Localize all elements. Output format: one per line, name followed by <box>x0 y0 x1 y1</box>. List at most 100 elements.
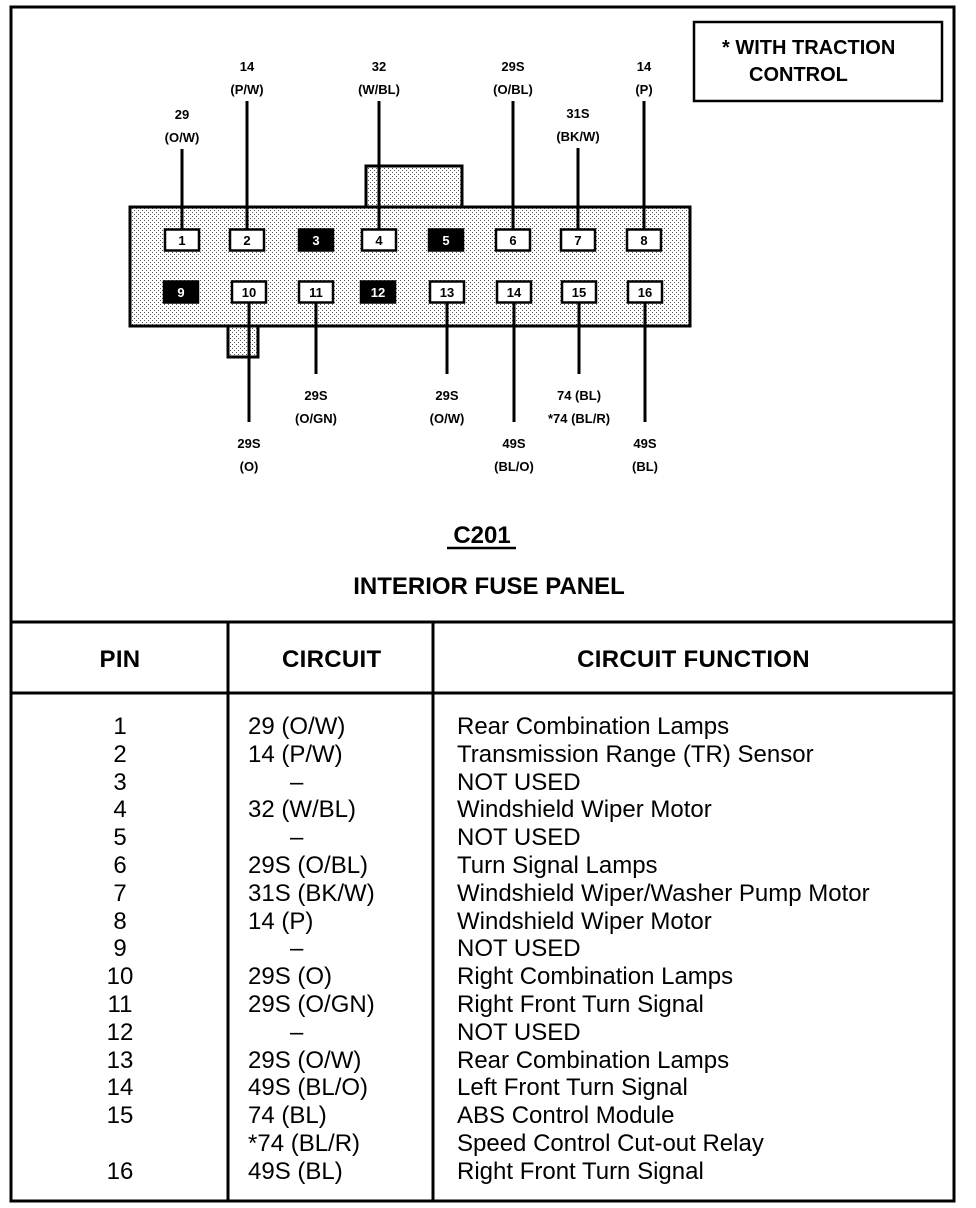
cell-circuit: 49S (BL/O) <box>248 1074 369 1102</box>
cell-pin: 14 <box>106 1074 134 1102</box>
cell-function: Rear Combination Lamps <box>457 713 730 740</box>
cell-pin: 11 <box>107 991 133 1018</box>
cell-function: Left Front Turn Signal <box>457 1074 688 1102</box>
cell-circuit: 32 (W/BL) <box>248 796 357 824</box>
cell-function: Windshield Wiper Motor <box>457 796 712 824</box>
cell-circuit: – <box>290 824 304 852</box>
wire-label: (BL) <box>632 459 658 474</box>
cell-pin: 10 <box>106 963 134 991</box>
table-row: 6 29S (O/BL) Turn Signal Lamps <box>12 852 954 880</box>
wire-label: 49S <box>633 436 656 451</box>
cell-circuit: – <box>290 768 304 796</box>
wire-label: (O/GN) <box>295 411 337 426</box>
table-row: 11 29S (O/GN) Right Front Turn Signal <box>12 991 954 1019</box>
cell-function: NOT USED <box>457 824 581 852</box>
wire-label: (BL/O) <box>494 459 534 474</box>
cell-circuit: 14 (P/W) <box>248 740 343 768</box>
pin-number: 4 <box>375 233 383 248</box>
table-row: 15 74 (BL) ABS Control Module <box>12 1102 954 1130</box>
wire-label: 74 (BL) <box>557 388 601 403</box>
cell-pin: 8 <box>113 907 127 935</box>
pin-number: 12 <box>371 285 385 300</box>
cell-pin: 3 <box>113 768 127 796</box>
table-row: 12–NOT USED <box>12 1019 954 1047</box>
table-header: PIN CIRCUIT CIRCUIT FUNCTION <box>12 622 954 693</box>
cell-pin: 16 <box>106 1157 134 1185</box>
wire-label: (O/BL) <box>493 82 533 97</box>
cell-pin: 12 <box>106 1018 134 1046</box>
table-row: *74 (BL/R) Speed Control Cut-out Relay <box>12 1130 954 1158</box>
legend-box: * WITH TRACTION CONTROL <box>692 20 944 103</box>
wire-label: (O/W) <box>165 130 200 145</box>
connector-location: INTERIOR FUSE PANEL <box>353 573 625 600</box>
cell-circuit: 14 (P) <box>248 907 314 935</box>
pin-number: 16 <box>638 285 652 300</box>
cell-function: NOT USED <box>457 768 581 796</box>
pin-wires: 29(O/W)14(P/W)32(W/BL)29S(O/BL)31S(BK/W)… <box>165 59 658 474</box>
cell-circuit: 49S (BL) <box>248 1157 343 1185</box>
cell-function: Transmission Range (TR) Sensor <box>457 740 814 768</box>
table-row: 14 49S (BL/O) Left Front Turn Signal <box>12 1074 954 1102</box>
connector-body <box>128 164 692 359</box>
connector-id: C201 <box>453 522 510 549</box>
cell-pin: 1 <box>113 713 127 740</box>
pin-number: 5 <box>442 233 449 248</box>
cell-pin: 13 <box>106 1046 134 1074</box>
header-circuit: CIRCUIT <box>282 646 382 673</box>
cell-circuit: 29S (O/BL) <box>248 852 369 879</box>
wire-label: (BK/W) <box>556 129 599 144</box>
cell-function: Rear Combination Lamps <box>457 1046 730 1074</box>
wire-label: (O/W) <box>430 411 465 426</box>
cell-pin: 5 <box>113 824 127 852</box>
pin-number: 3 <box>312 233 319 248</box>
wire-label: 14 <box>240 59 255 74</box>
pin-number: 7 <box>574 233 581 248</box>
table-row: 5 – NOT USED <box>12 824 954 852</box>
wire-label: (P/W) <box>230 82 263 97</box>
wire-label: 29 <box>175 107 189 122</box>
cell-function: Windshield Wiper Motor <box>457 907 712 935</box>
cell-function: Windshield Wiper/Washer Pump Motor <box>457 879 870 907</box>
cell-function: Turn Signal Lamps <box>457 852 658 879</box>
cell-function: Speed Control Cut-out Relay <box>457 1130 764 1157</box>
cell-circuit: 29S (O/GN) <box>248 991 375 1018</box>
wire-label: 31S <box>566 106 589 121</box>
pin-number: 14 <box>507 285 522 300</box>
legend-line-1: * WITH TRACTION <box>722 37 895 59</box>
wire-label: 29S <box>304 388 327 403</box>
cell-function: NOT USED <box>457 1018 581 1046</box>
pin-5 <box>427 228 465 252</box>
outer-frame <box>9 5 956 1203</box>
cell-circuit: – <box>290 935 304 963</box>
cell-circuit: *74 (BL/R) <box>248 1130 361 1157</box>
cell-pin: 6 <box>113 852 127 879</box>
cell-pin: 15 <box>106 1102 134 1130</box>
wire-label: (P) <box>635 82 652 97</box>
pin-9 <box>162 280 200 304</box>
cell-pin: 9 <box>113 935 127 963</box>
table-row: 8 14 (P) Windshield Wiper Motor <box>12 908 954 936</box>
pin-number: 2 <box>243 233 250 248</box>
pin-number: 1 <box>178 233 185 248</box>
wire-label: 29S <box>501 59 524 74</box>
cell-pin: 7 <box>113 879 127 907</box>
cell-function: ABS Control Module <box>457 1102 675 1130</box>
pin-number: 10 <box>242 285 256 300</box>
pin-number: 15 <box>572 285 586 300</box>
wire-label: 49S <box>502 436 525 451</box>
wire-label: 29S <box>435 388 458 403</box>
cell-function: Right Front Turn Signal <box>457 991 704 1018</box>
pin-number: 6 <box>509 233 516 248</box>
pin-number: 11 <box>309 285 323 300</box>
cell-circuit: 74 (BL) <box>248 1102 327 1130</box>
wire-label: 14 <box>637 59 652 74</box>
